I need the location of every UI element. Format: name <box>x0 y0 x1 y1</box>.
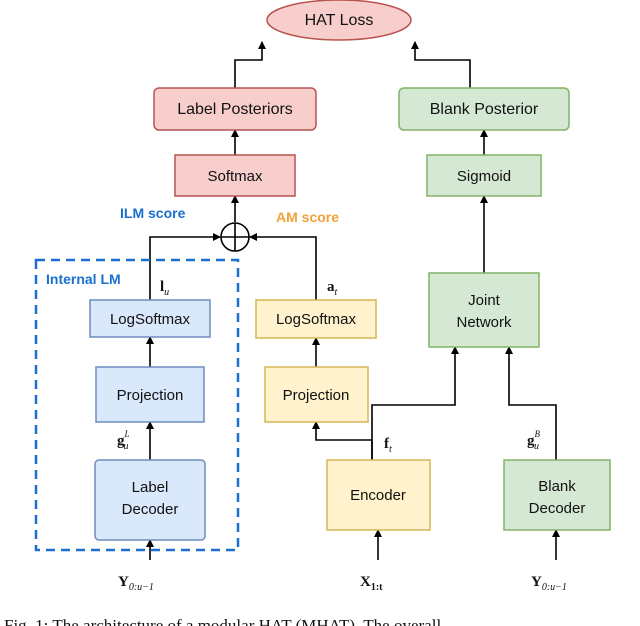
softmax-label: Softmax <box>207 168 263 185</box>
edge-blank-posterior-to-hat-loss <box>411 41 471 88</box>
blank-decoder-label-line2: Decoder <box>529 500 586 517</box>
encoder-node <box>326 459 431 531</box>
encoder-label: Encoder <box>350 487 406 504</box>
edge-encoder-to-joint <box>371 346 459 460</box>
internal-lm-region <box>34 258 240 552</box>
input-y-left: Y0:u−1 <box>118 574 154 593</box>
oplus-combine-node <box>220 222 250 252</box>
input-x: X1:t <box>360 574 383 593</box>
label-decoder-label-line2: Decoder <box>122 501 179 518</box>
input-y-right: Y0:u−1 <box>531 574 567 593</box>
a-t-label: at <box>327 279 338 298</box>
softmax-node <box>174 154 296 197</box>
l-u-label: lu <box>160 279 169 298</box>
sigmoid-label: Sigmoid <box>457 168 511 185</box>
am-score-label: AM score <box>276 209 339 225</box>
edge-blank-decoder-to-joint <box>505 346 557 460</box>
blank-decoder-node <box>503 459 611 531</box>
blank-decoder-label-line1: Blank <box>538 478 576 495</box>
label-posteriors-label: Label Posteriors <box>177 101 293 118</box>
am-logsoftmax-node <box>255 299 377 339</box>
label-decoder-label-line1: Label <box>132 479 169 496</box>
am-projection-node <box>264 366 369 423</box>
joint-network-node <box>428 272 540 348</box>
am-projection-label: Projection <box>283 387 350 404</box>
ilm-logsoftmax-node <box>89 299 211 338</box>
edge-label-posteriors-to-hat-loss <box>234 41 266 88</box>
internal-lm-label: Internal LM <box>46 271 121 287</box>
sigmoid-node <box>426 154 542 197</box>
ilm-logsoftmax-label: LogSoftmax <box>110 311 191 328</box>
hat-loss-node <box>266 0 412 41</box>
joint-network-label-line1: Joint <box>468 292 501 309</box>
ilm-projection-node <box>95 366 205 423</box>
am-logsoftmax-label: LogSoftmax <box>276 311 357 328</box>
edge-am-logsoftmax-to-oplus <box>249 233 317 300</box>
f-t-label: ft <box>384 436 392 455</box>
hat-loss-label: HAT Loss <box>305 12 374 29</box>
connectors <box>146 41 560 560</box>
label-decoder-node <box>94 459 206 541</box>
ilm-score-label: ILM score <box>120 205 186 221</box>
label-posteriors-node <box>153 87 317 131</box>
edge-encoder-to-projection <box>312 421 373 460</box>
blank-posterior-label: Blank Posterior <box>430 101 539 118</box>
blank-posterior-node <box>398 87 570 131</box>
edge-ilm-logsoftmax-to-oplus <box>149 233 221 300</box>
joint-network-label-line2: Network <box>456 314 512 331</box>
figure-caption: Fig. 1: The architecture of a modular HA… <box>4 616 441 626</box>
ilm-projection-label: Projection <box>117 387 184 404</box>
